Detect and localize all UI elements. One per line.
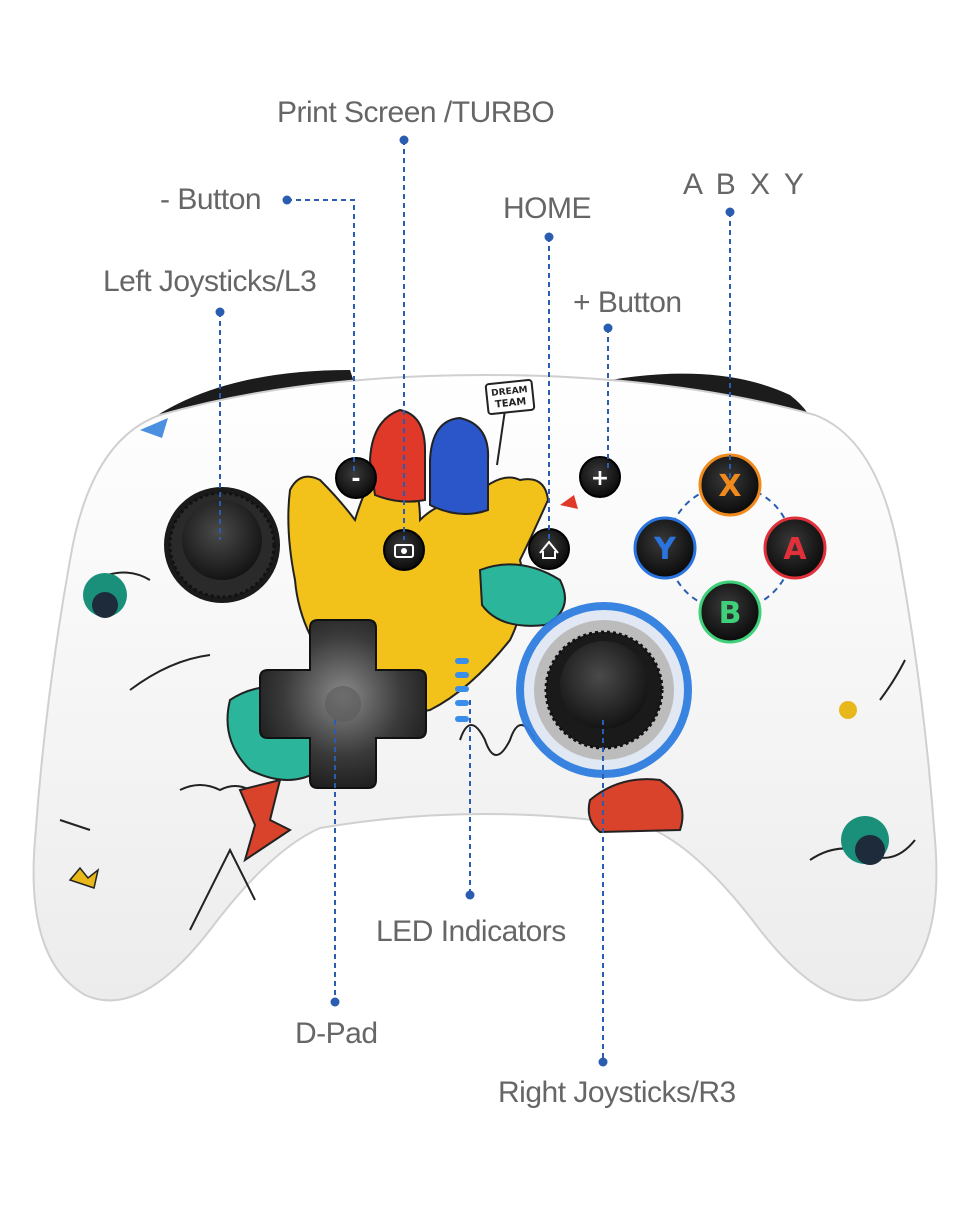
label-minus-button: - Button bbox=[160, 183, 262, 216]
minus-glyph: - bbox=[351, 467, 360, 492]
plus-glyph: + bbox=[591, 466, 609, 491]
decor-crown bbox=[68, 866, 100, 889]
label-print-screen: Print Screen /TURBO bbox=[277, 96, 555, 129]
red-creature-bottom bbox=[587, 778, 684, 834]
decor-megaphone bbox=[560, 495, 578, 509]
sign-pole bbox=[496, 409, 506, 466]
minus-button[interactable]: - bbox=[335, 457, 377, 499]
b-glyph: B bbox=[719, 596, 742, 631]
y-glyph: Y bbox=[653, 532, 677, 567]
blue-creature bbox=[429, 416, 490, 515]
x-glyph: X bbox=[718, 469, 741, 504]
decor-shape bbox=[140, 418, 168, 438]
sign-text-line1: DREAM bbox=[491, 385, 528, 399]
x-button[interactable]: X bbox=[698, 453, 762, 517]
label-right-joystick: Right Joysticks/R3 bbox=[498, 1076, 736, 1109]
b-button[interactable]: B bbox=[698, 580, 762, 644]
print-screen-button[interactable] bbox=[383, 529, 425, 571]
right-joystick[interactable] bbox=[516, 602, 692, 778]
dpad[interactable] bbox=[259, 619, 427, 789]
label-left-joystick: Left Joysticks/L3 bbox=[103, 265, 317, 298]
sign-text-line2: TEAM bbox=[495, 396, 527, 410]
red-creature bbox=[368, 408, 426, 503]
decor-planet bbox=[839, 701, 857, 719]
callout-lines bbox=[219, 140, 731, 1062]
label-plus-button: + Button bbox=[573, 286, 682, 319]
callout-dots bbox=[215, 135, 735, 1067]
a-button[interactable]: A bbox=[763, 516, 827, 580]
flame-shape bbox=[238, 778, 292, 863]
a-glyph: A bbox=[783, 532, 807, 567]
y-button[interactable]: Y bbox=[633, 516, 697, 580]
decor-planet bbox=[92, 592, 118, 618]
led-indicators bbox=[455, 658, 469, 722]
decor-planet bbox=[855, 835, 885, 865]
plus-button[interactable]: + bbox=[579, 456, 621, 498]
left-joystick[interactable] bbox=[164, 487, 280, 603]
sign-board bbox=[484, 378, 536, 416]
camera-icon bbox=[394, 544, 414, 558]
teal-creature bbox=[478, 563, 566, 627]
label-abxy: A B X Y bbox=[683, 168, 807, 201]
label-dpad: D-Pad bbox=[295, 1017, 378, 1050]
label-led-indicators: LED Indicators bbox=[376, 915, 566, 948]
label-home: HOME bbox=[503, 192, 592, 225]
home-icon bbox=[539, 540, 559, 559]
